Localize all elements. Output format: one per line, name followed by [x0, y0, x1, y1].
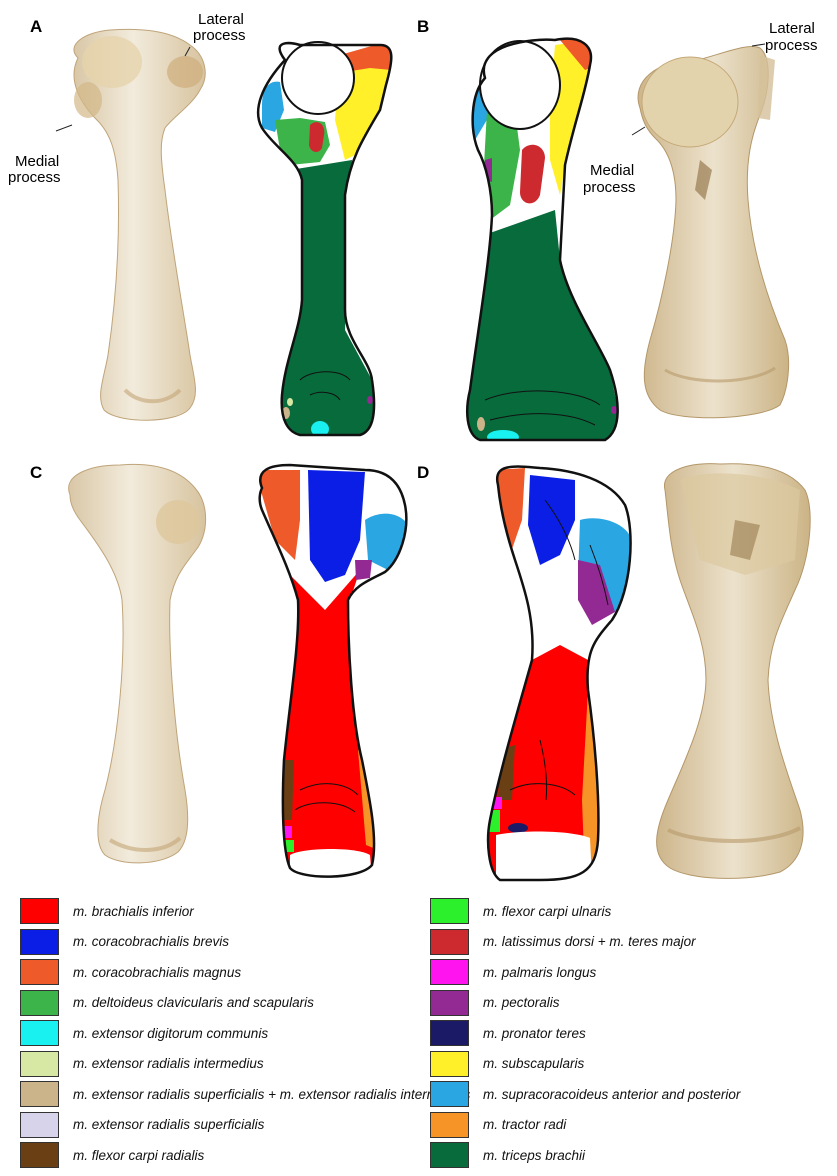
- leader-line-b-lateral: [752, 44, 765, 46]
- legend-label: m. extensor radialis intermedius: [73, 1057, 264, 1070]
- legend-swatch: [430, 1142, 469, 1168]
- region-a-pectoralis: [367, 396, 373, 404]
- legend-item: m. tractor radi: [430, 1112, 566, 1138]
- callout-b-lateral-process-line1: Lateral: [769, 20, 815, 37]
- panel-letter-c: C: [30, 463, 42, 482]
- legend-item: m. pectoralis: [430, 990, 560, 1016]
- region-a-ext-rad-intermedius: [287, 398, 293, 406]
- legend-swatch: [430, 929, 469, 955]
- legend-item: m. flexor carpi ulnaris: [430, 898, 611, 924]
- callout-b-medial-process-line1: Medial: [590, 162, 634, 179]
- panel-b: B Later: [417, 17, 818, 445]
- legend-swatch: [20, 1142, 59, 1168]
- region-b-pectoralis-distal: [611, 406, 617, 414]
- figure-canvas: A Lateral process Medial process: [0, 0, 837, 893]
- legend-item: m. triceps brachii: [430, 1142, 585, 1168]
- callout-a-lateral-process-line2: process: [193, 27, 246, 44]
- callout-a-medial-process-line1: Medial: [15, 153, 59, 170]
- bone-photo-c: [69, 464, 206, 863]
- legend-swatch: [20, 1081, 59, 1107]
- legend-label: m. supracoracoideus anterior and posteri…: [483, 1088, 740, 1101]
- region-a-triceps: [270, 160, 380, 440]
- region-b-triceps: [460, 210, 625, 445]
- legend-item: m. extensor digitorum communis: [20, 1020, 268, 1046]
- legend-swatch: [430, 898, 469, 924]
- leader-line-a-medial: [56, 125, 72, 131]
- legend-swatch: [430, 1051, 469, 1077]
- muscle-map-c: [255, 465, 408, 880]
- muscle-map-a: [258, 42, 395, 440]
- callout-b-medial-process-line2: process: [583, 179, 636, 196]
- legend-swatch: [20, 1051, 59, 1077]
- region-c-brachialis-inferior: [278, 570, 378, 880]
- legend-swatch: [430, 1112, 469, 1138]
- muscle-map-b: [458, 35, 625, 445]
- legend-swatch: [430, 1081, 469, 1107]
- callout-a-lateral-process-line1: Lateral: [198, 11, 244, 28]
- legend-swatch: [20, 959, 59, 985]
- legend-item: m. extensor radialis intermedius: [20, 1051, 264, 1077]
- legend-item: m. subscapularis: [430, 1051, 584, 1077]
- legend-label: m. flexor carpi radialis: [73, 1149, 204, 1162]
- legend-label: m. triceps brachii: [483, 1149, 585, 1162]
- legend-label: m. brachialis inferior: [73, 905, 194, 918]
- legend-item: m. extensor radialis superficialis + m. …: [20, 1081, 470, 1107]
- panel-c: C: [30, 463, 408, 880]
- legend-label: m. coracobrachialis magnus: [73, 966, 241, 979]
- legend-label: m. deltoideus clavicularis and scapulari…: [73, 996, 314, 1009]
- legend-label: m. palmaris longus: [483, 966, 596, 979]
- panel-letter-a: A: [30, 17, 42, 36]
- legend-label: m. tractor radi: [483, 1118, 566, 1131]
- bone-photo-a: [74, 29, 205, 420]
- legend-label: m. pronator teres: [483, 1027, 586, 1040]
- legend-item: m. brachialis inferior: [20, 898, 194, 924]
- legend-item: m. latissimus dorsi + m. teres major: [430, 929, 696, 955]
- region-c-pectoralis: [355, 560, 372, 580]
- panel-a: A Lateral process Medial process: [8, 11, 395, 440]
- legend-label: m. extensor digitorum communis: [73, 1027, 268, 1040]
- legend-label: m. coracobrachialis brevis: [73, 935, 229, 948]
- legend-label: m. extensor radialis superficialis: [73, 1118, 264, 1131]
- region-b-ext-dig-communis: [487, 430, 519, 444]
- legend-item: m. supracoracoideus anterior and posteri…: [430, 1081, 740, 1107]
- bone-photo-d: [657, 464, 811, 879]
- legend-item: m. flexor carpi radialis: [20, 1142, 204, 1168]
- legend-swatch: [20, 990, 59, 1016]
- region-a-latissimus: [309, 122, 324, 152]
- legend-swatch: [20, 1020, 59, 1046]
- panel-letter-d: D: [417, 463, 429, 482]
- legend-swatch: [20, 929, 59, 955]
- region-d-pronator-teres: [508, 823, 528, 833]
- region-b-ext-rad-sup-int: [477, 417, 485, 431]
- callout-b-lateral-process-line2: process: [765, 37, 818, 54]
- legend-swatch: [430, 1020, 469, 1046]
- legend-swatch: [20, 898, 59, 924]
- legend-label: m. pectoralis: [483, 996, 560, 1009]
- legend: m. brachialis inferior m. coracobrachiali…: [0, 893, 837, 1176]
- legend-label: m. flexor carpi ulnaris: [483, 905, 611, 918]
- legend-item: m. coracobrachialis brevis: [20, 929, 229, 955]
- panel-letter-b: B: [417, 17, 429, 36]
- muscle-map-d: [485, 467, 632, 880]
- legend-label: m. latissimus dorsi + m. teres major: [483, 935, 696, 948]
- humeral-head-a: [282, 42, 354, 114]
- panel-d: D: [417, 463, 810, 880]
- callout-a-medial-process-line2: process: [8, 169, 61, 186]
- legend-swatch: [430, 959, 469, 985]
- legend-swatch: [20, 1112, 59, 1138]
- legend-label: m. extensor radialis superficialis + m. …: [73, 1088, 470, 1101]
- legend-item: m. deltoideus clavicularis and scapulari…: [20, 990, 314, 1016]
- legend-label: m. subscapularis: [483, 1057, 584, 1070]
- legend-item: m. extensor radialis superficialis: [20, 1112, 264, 1138]
- legend-swatch: [430, 990, 469, 1016]
- legend-item: m. pronator teres: [430, 1020, 586, 1046]
- legend-item: m. coracobrachialis magnus: [20, 959, 241, 985]
- leader-line-b-medial: [632, 127, 645, 135]
- bone-photo-b: [638, 46, 789, 417]
- legend-item: m. palmaris longus: [430, 959, 596, 985]
